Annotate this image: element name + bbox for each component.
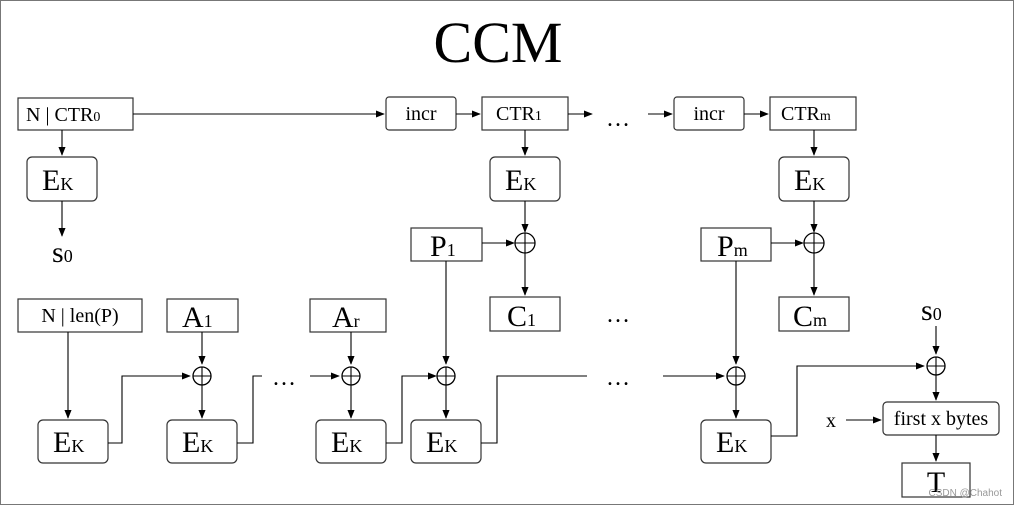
s0-tag-label: s0 xyxy=(921,294,942,327)
mac-ek-label-5: EK xyxy=(716,426,747,459)
a1-box xyxy=(166,298,239,333)
counter-row: N | CTR0 incr CTR1 … incr CTRm xyxy=(17,96,857,132)
ar-label: Ar xyxy=(332,301,360,334)
x-label: x xyxy=(826,410,836,432)
mac-ek-box-5 xyxy=(700,419,772,464)
ctr1-label: CTR1 xyxy=(496,103,542,125)
nonce-length-box xyxy=(17,298,143,333)
incr-label-1: incr xyxy=(405,103,436,125)
ek-label-1: EK xyxy=(505,164,536,197)
mac-ek-label-2: EK xyxy=(182,426,213,459)
truncate-label: first x bytes xyxy=(894,408,989,430)
a1-label: A1 xyxy=(182,301,213,334)
ek-label-m: EK xyxy=(794,164,825,197)
s0-label: s0 xyxy=(52,236,73,269)
pm-label: Pm xyxy=(717,230,748,263)
ctr1-box xyxy=(481,96,569,131)
p1-label: P1 xyxy=(430,230,456,263)
tag-label: T xyxy=(927,466,945,499)
mac-ellipsis-2: … xyxy=(606,365,632,391)
mac-link-1 xyxy=(108,372,191,444)
xor-icon xyxy=(803,232,825,254)
ciphertext-column-1: EK P1 C1 xyxy=(410,130,561,333)
mac-ek-box-2 xyxy=(166,419,238,464)
incr-label-2: incr xyxy=(693,103,724,125)
ciphertext-column-m: EK Pm Cm xyxy=(700,130,850,333)
mac-link-5 xyxy=(771,362,925,437)
nonce-counter-label: N | CTR0 xyxy=(26,104,100,126)
mac-link-4 xyxy=(481,375,587,444)
mac-link-3 xyxy=(386,372,437,444)
mac-chain: N | len(P) EK A1 EK … Ar xyxy=(17,261,925,464)
mac-ellipsis-1: … xyxy=(272,365,298,391)
mac-ek-label-4: EK xyxy=(426,426,457,459)
ctrm-box xyxy=(769,96,857,131)
pm-box xyxy=(700,227,772,262)
nonce-counter-box xyxy=(17,97,134,131)
nonce-length-label: N | len(P) xyxy=(41,305,118,327)
mac-ek-box-3 xyxy=(315,419,387,464)
xor-icon xyxy=(926,356,946,376)
mac-link-2 xyxy=(237,375,262,444)
cm-label: Cm xyxy=(793,300,827,333)
ek-label-s0: EK xyxy=(42,164,73,197)
s0-column: EK s0 xyxy=(26,130,98,269)
ciphertext-ellipsis: … xyxy=(606,302,632,328)
mac-ek-box-4 xyxy=(410,419,482,464)
p1-box xyxy=(410,227,483,262)
truncate-box xyxy=(882,401,1000,436)
xor-icon xyxy=(192,366,212,386)
diagram-title: CCM xyxy=(434,10,563,75)
xor-icon xyxy=(726,366,746,386)
xor-icon xyxy=(341,366,361,386)
mac-ek-box-1 xyxy=(37,419,109,464)
watermark: CSDN @Chahot xyxy=(928,488,1002,499)
ctrm-label: CTRm xyxy=(781,103,831,125)
xor-icon xyxy=(436,366,456,386)
c1-label: C1 xyxy=(507,300,536,333)
tag-box xyxy=(901,462,971,498)
counter-ellipsis: … xyxy=(606,106,632,132)
xor-icon xyxy=(514,232,536,254)
cm-box xyxy=(778,296,850,332)
mac-ek-label-3: EK xyxy=(331,426,362,459)
ar-box xyxy=(309,298,387,333)
c1-box xyxy=(489,296,561,332)
tag-generation: s0 x first x bytes T xyxy=(826,294,1000,499)
mac-ek-label-1: EK xyxy=(53,426,84,459)
